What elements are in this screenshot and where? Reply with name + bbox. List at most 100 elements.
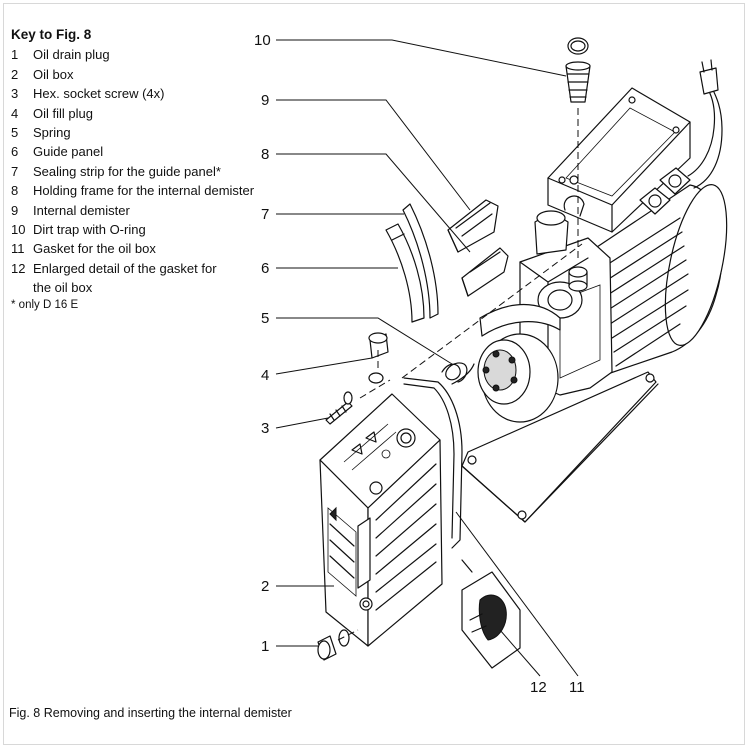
terminal-box bbox=[547, 87, 691, 233]
callout-2: 2 bbox=[261, 578, 269, 595]
rotor-bolts bbox=[482, 350, 518, 392]
base-foot bbox=[517, 510, 527, 520]
callout-3: 3 bbox=[261, 420, 269, 437]
key-item-number: 8 bbox=[11, 183, 19, 199]
holding-frame-for-demister bbox=[461, 247, 509, 297]
key-item-text: Oil fill plug bbox=[33, 105, 93, 121]
key-item-12-continued: the oil box bbox=[11, 278, 256, 297]
flange-port-inner bbox=[547, 289, 573, 311]
assembly-axes bbox=[337, 243, 583, 641]
key-item-text: Oil drain plug bbox=[33, 47, 110, 63]
key-item-number: 4 bbox=[11, 105, 19, 121]
key-item-3: 3 Hex. socket screw (4x) bbox=[11, 84, 256, 103]
key-item-text: Enlarged detail of the gasket for bbox=[33, 260, 217, 276]
key-item-1: 1 Oil drain plug bbox=[11, 45, 256, 64]
callout-9: 9 bbox=[261, 92, 269, 109]
oil-box-logo bbox=[329, 506, 337, 522]
internal-demister bbox=[447, 199, 499, 253]
oil-box-gasket bbox=[403, 377, 463, 549]
oil-drain-o-ring bbox=[338, 629, 350, 647]
pump-module-panel bbox=[559, 284, 601, 379]
key-item-text: Sealing strip for the guide panel* bbox=[33, 163, 221, 179]
pump-assembly bbox=[461, 59, 728, 523]
spring bbox=[441, 362, 475, 385]
key-item-8: 8 Holding frame for the internal demister bbox=[11, 181, 256, 200]
callout-7: 7 bbox=[261, 206, 269, 223]
oil-box bbox=[319, 393, 443, 647]
power-cord bbox=[687, 85, 716, 177]
oil-box-warning-symbols bbox=[343, 423, 397, 471]
oil-fill-plug bbox=[368, 332, 389, 384]
callout-numbers: 10 9 8 7 6 5 4 3 2 1 12 11 bbox=[254, 32, 585, 696]
gasket-detail bbox=[461, 559, 521, 669]
key-item-text: Oil box bbox=[33, 66, 74, 82]
oil-box-sight-window bbox=[327, 507, 357, 597]
key-item-2: 2 Oil box bbox=[11, 65, 256, 84]
key-item-number: 5 bbox=[11, 125, 19, 141]
oil-drain-port-inner bbox=[362, 600, 370, 608]
key-item-text: Guide panel bbox=[33, 144, 104, 160]
oil-fill-o-ring bbox=[368, 372, 384, 384]
dirt-trap-socket bbox=[568, 266, 588, 278]
key-item-6: 6 Guide panel bbox=[11, 142, 256, 161]
key-item-number: 1 bbox=[11, 47, 19, 63]
plug-prong bbox=[701, 59, 713, 73]
hex-socket-screw bbox=[325, 391, 353, 425]
oil-drain-plug bbox=[317, 629, 350, 661]
callout-6: 6 bbox=[261, 260, 269, 277]
figure-caption: Fig. 8 Removing and inserting the intern… bbox=[9, 706, 292, 720]
power-plug bbox=[699, 67, 719, 95]
oil-box-sight-lines bbox=[329, 523, 355, 579]
oil-box-corner-hole bbox=[369, 481, 383, 495]
flange-fitting-top bbox=[536, 210, 566, 226]
callout-1: 1 bbox=[261, 638, 269, 655]
figure-frame bbox=[3, 3, 745, 745]
lifting-eye-top bbox=[569, 175, 579, 185]
oil-box-bracket bbox=[357, 517, 371, 589]
key-item-5: 5 Spring bbox=[11, 123, 256, 142]
callout-8: 8 bbox=[261, 146, 269, 163]
key-item-number: 3 bbox=[11, 86, 19, 102]
dirt-trap-ridges bbox=[566, 73, 590, 98]
callout-12: 12 bbox=[530, 679, 547, 696]
key-item-text: Spring bbox=[33, 125, 71, 141]
callout-5: 5 bbox=[261, 310, 269, 327]
callout-4: 4 bbox=[261, 367, 269, 384]
terminal-screw bbox=[558, 176, 566, 184]
key-item-number: 2 bbox=[11, 66, 19, 82]
key-item-text: Holding frame for the internal demister bbox=[33, 183, 255, 199]
key-item-7: 7 Sealing strip for the guide panel* bbox=[11, 162, 256, 181]
guide-panel bbox=[385, 223, 425, 323]
base-foot bbox=[467, 455, 477, 465]
dirt-trap-socket-body bbox=[568, 271, 588, 287]
motor-cooling-fins bbox=[601, 217, 689, 367]
lifting-eye bbox=[563, 195, 585, 217]
cable-gland bbox=[639, 167, 691, 215]
terminal-screw bbox=[628, 96, 636, 104]
key-item-text: Internal demister bbox=[33, 202, 130, 218]
power-cord bbox=[693, 87, 723, 189]
motor-end-cap bbox=[664, 184, 728, 346]
key-item-number: 6 bbox=[11, 144, 19, 160]
key-item-number: 7 bbox=[11, 163, 19, 179]
callout-10: 10 bbox=[254, 32, 271, 49]
key-item-text: Hex. socket screw (4x) bbox=[33, 86, 165, 102]
key-item-4: 4 Oil fill plug bbox=[11, 104, 256, 123]
sealing-strip bbox=[402, 203, 439, 319]
dirt-trap-o-ring-inner bbox=[570, 40, 586, 52]
dirt-trap-socket-base bbox=[568, 280, 588, 292]
pump-flange-ring bbox=[479, 303, 561, 337]
leader-lines bbox=[275, 39, 579, 677]
oil-box-ribs bbox=[375, 463, 437, 611]
base-foot bbox=[645, 373, 655, 383]
base-plate bbox=[461, 371, 657, 523]
key-footnote: * only D 16 E bbox=[11, 298, 79, 311]
key-item-text: the oil box bbox=[33, 280, 93, 296]
dirt-trap-rim bbox=[565, 61, 591, 71]
